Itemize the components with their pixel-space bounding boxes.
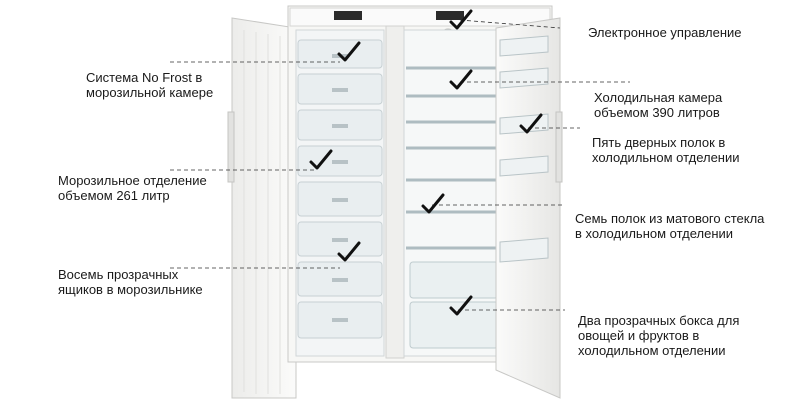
check-icon [448, 68, 474, 94]
callout-glass-shelves: Семь полок из матового стекла в холодиль… [575, 211, 765, 241]
callout-no-frost: Система No Frost в морозильной камере [86, 70, 214, 100]
callout-crisper-boxes: Два прозрачных бокса для овощей и фрукто… [578, 313, 740, 358]
fridge-door [495, 17, 563, 399]
check-icon [308, 148, 334, 174]
callout-door-shelves: Пять дверных полок в холодильном отделен… [592, 135, 740, 165]
callout-electronic-control: Электронное управление [588, 25, 742, 40]
freezer-door [227, 17, 297, 399]
check-icon [518, 112, 544, 138]
check-icon [448, 8, 474, 34]
callout-freezer-drawers: Восемь прозрачных ящиков в морозильнике [58, 267, 203, 297]
check-icon [336, 240, 362, 266]
door-shelves [499, 35, 549, 263]
check-icon [420, 192, 446, 218]
check-icon [336, 40, 362, 66]
glass-shelves [406, 66, 502, 250]
leader-line-electronic-control [459, 19, 561, 29]
freezer-drawers [297, 39, 383, 339]
callout-fridge-chamber: Холодильная камера объемом 390 литров [594, 90, 723, 120]
crisper-boxes [409, 261, 499, 349]
check-icon [448, 294, 474, 320]
callout-freezer-volume: Морозильное отделение объемом 261 литр [58, 173, 207, 203]
